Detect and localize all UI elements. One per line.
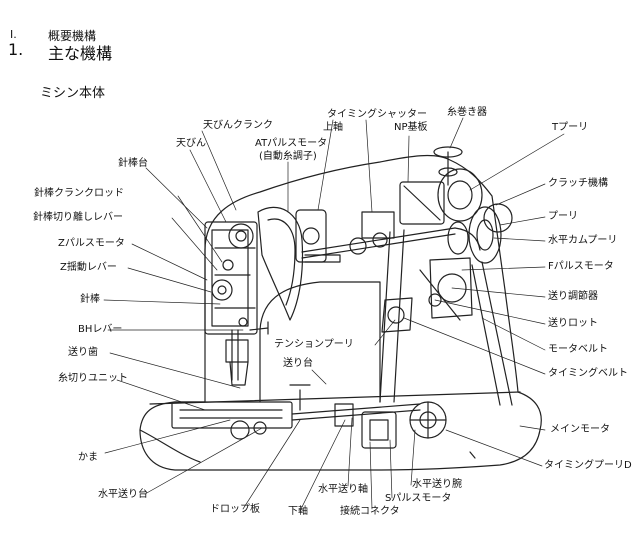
- label-z-swing-lever: Z揺動レバー: [60, 262, 117, 273]
- label-pulley: プーリ: [548, 211, 578, 222]
- label-hook: かま: [78, 452, 98, 463]
- section-title: 概要機構: [48, 29, 97, 43]
- label-motor-belt: モータベルト: [548, 344, 608, 355]
- section-number: I.: [10, 28, 17, 41]
- label-clutch: クラッチ機構: [548, 178, 608, 189]
- label-f-pulse-motor: Fパルスモータ: [548, 261, 614, 272]
- label-tenbin-crank: 天びんクランク: [203, 120, 273, 131]
- label-bobbin-winder: 糸巻き器: [447, 107, 487, 118]
- upper-shaft: [301, 211, 456, 259]
- label-connector: 接続コネクタ: [340, 506, 400, 517]
- label-needle-release-lever: 針棒切り離しレバー: [33, 212, 123, 223]
- label-tenbin: 天びん: [176, 138, 206, 149]
- take-up-and-at-motor: [257, 206, 341, 321]
- part-title: ミシン本体: [40, 86, 106, 101]
- upper-right-mechanism: [399, 146, 513, 264]
- label-timing-shutter: タイミングシャッター: [327, 109, 427, 120]
- label-horiz-feed-shaft: 水平送り軸: [318, 484, 368, 495]
- lower-mechanism: [171, 384, 476, 459]
- label-horiz-feed-arm: 水平送り腕: [412, 479, 462, 490]
- label-timing-belt: タイミングベルト: [548, 368, 628, 379]
- label-needle-bar-base: 針棒台: [118, 158, 148, 169]
- leader-lines: [103, 117, 565, 512]
- label-bh-lever: BHレバー: [78, 324, 123, 335]
- label-horiz-feed-base: 水平送り台: [98, 489, 148, 500]
- label-thread-cut-unit: 糸切りユニット: [58, 373, 128, 384]
- subsection-number: 1.: [8, 40, 24, 59]
- label-drop-plate: ドロップ板: [210, 504, 260, 515]
- label-feed-rod: 送りロット: [548, 318, 598, 329]
- label-needle-bar: 針棒: [80, 294, 100, 305]
- label-main-motor: メインモータ: [550, 424, 610, 435]
- label-z-pulse-motor: Zパルスモータ: [58, 238, 125, 249]
- label-needle-crank-rod: 針棒クランクロッド: [34, 188, 124, 199]
- label-upper-shaft: 上軸: [323, 122, 343, 133]
- label-feed-adjuster: 送り調節器: [548, 291, 598, 302]
- label-s-pulse-motor: Sパルスモータ: [385, 493, 452, 504]
- label-lower-shaft: 下軸: [288, 506, 308, 517]
- label-timing-pulley-d: タイミングプーリD: [544, 460, 632, 471]
- label-np-board: NP基板: [394, 122, 428, 133]
- label-horiz-cam-pulley: 水平カムプーリ: [548, 235, 618, 246]
- label-at-pulse-motor-sub: (自動糸調子): [259, 151, 317, 162]
- label-feed-base: 送り台: [283, 358, 313, 369]
- label-t-pulley: Tプーリ: [552, 122, 589, 133]
- label-tension-pulley: テンションプーリ: [274, 339, 354, 350]
- needle-mechanism: [204, 221, 269, 386]
- label-feed-dog: 送り歯: [68, 347, 98, 358]
- belt-drive: [379, 229, 513, 406]
- label-at-pulse-motor: ATパルスモータ: [255, 138, 328, 149]
- subsection-title: 主な機構: [48, 44, 113, 63]
